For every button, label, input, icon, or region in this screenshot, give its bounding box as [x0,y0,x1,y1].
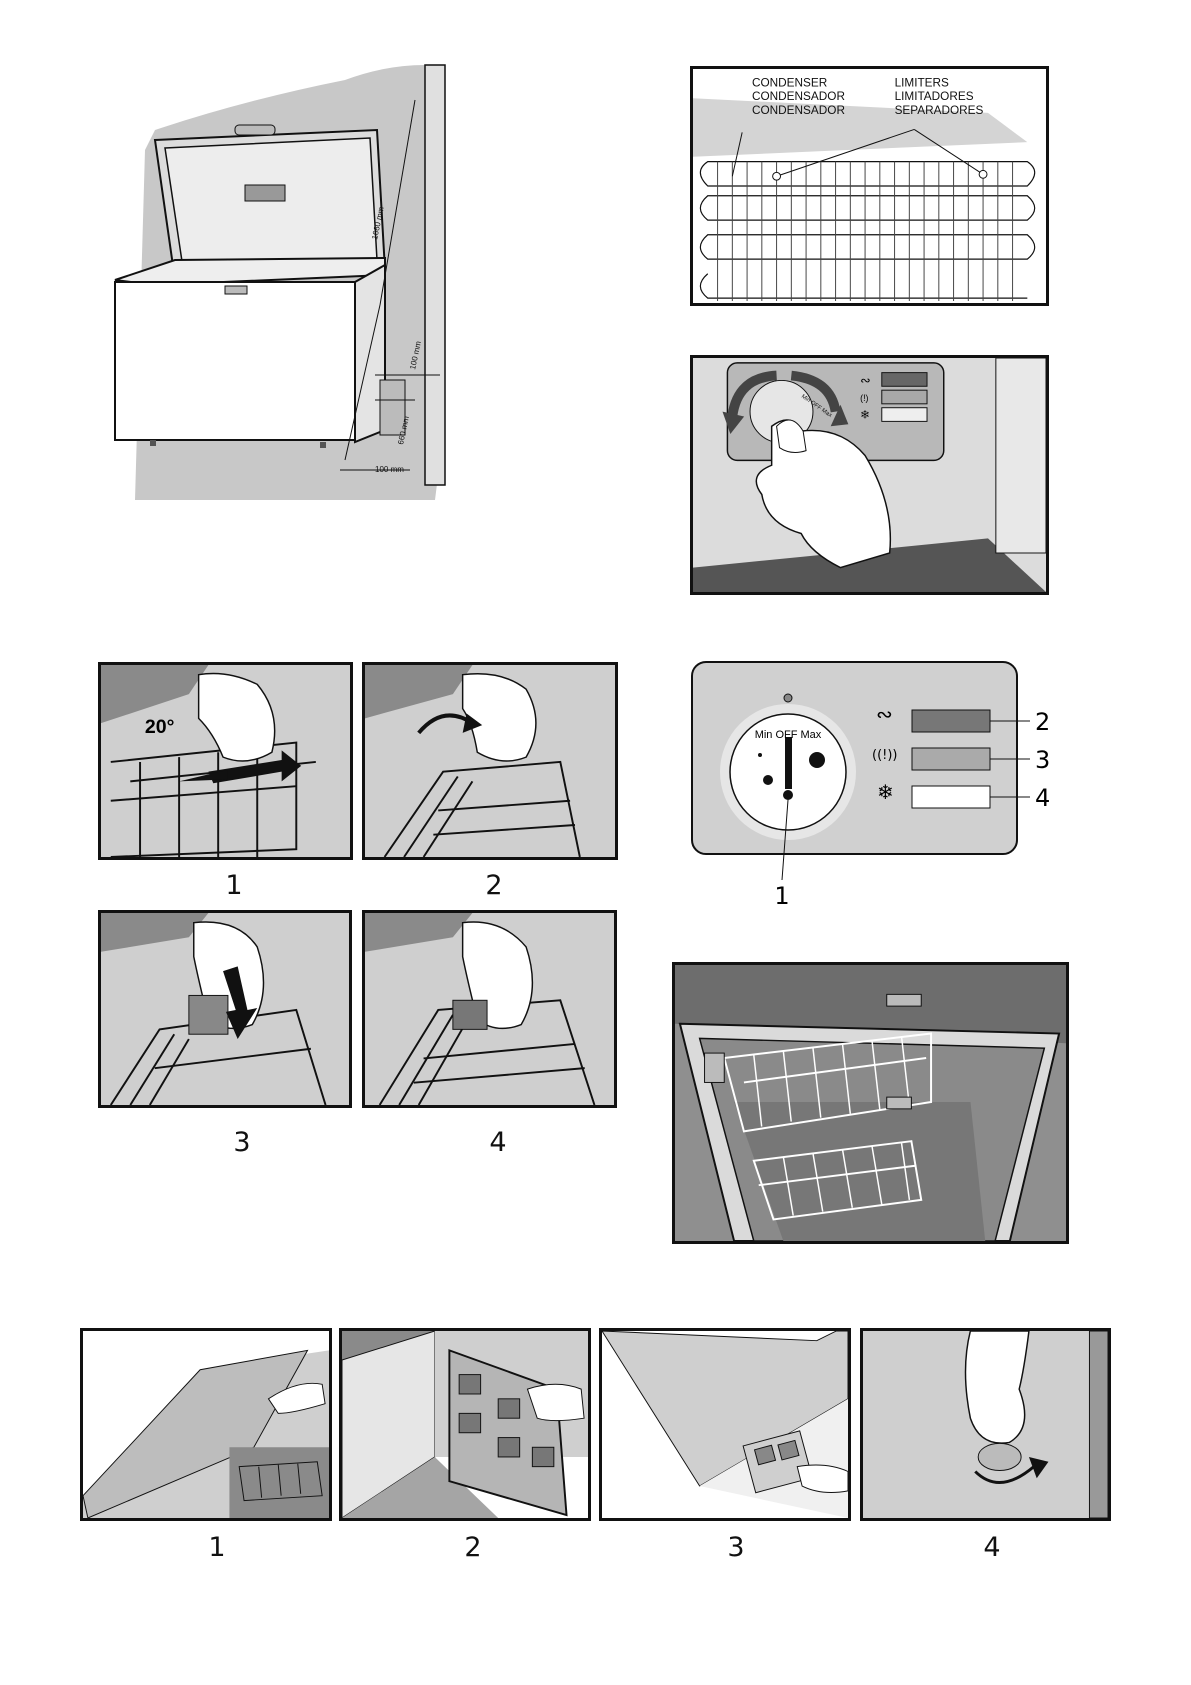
defrost-step-2 [339,1328,591,1521]
defrost-caption-2: 2 [453,1532,493,1563]
snowflake-icon: ❄ [860,408,870,421]
control-panel-figure: Min OFF Max 1 ∾ ((!)) ❄ 2 3 4 [690,660,1070,910]
condenser-label-3: CONDENSADOR [752,104,845,117]
alarm-icon: (!) [860,393,868,403]
baskets-in-freezer-figure [672,962,1069,1244]
callout-4: 4 [1035,784,1050,812]
alarm-icon: ((!)) [872,748,898,763]
basket-step-3 [98,910,352,1108]
defrost-caption-3: 3 [716,1532,756,1563]
defrost-caption-1: 1 [197,1532,237,1563]
chest-freezer-figure: 1660 mm 100 mm 660 mm 100 mm [95,60,495,515]
callout-3: 3 [1035,746,1050,774]
power-icon: ∾ [860,372,871,387]
basket-caption-3: 3 [222,1127,262,1158]
basket-step-2 [362,662,618,860]
limiter-label-2: LIMITADORES [895,90,974,103]
basket-caption-2: 2 [474,870,514,901]
defrost-caption-4: 4 [972,1532,1012,1563]
defrost-step-1 [80,1328,332,1521]
limiter-label-1: LIMITERS [895,77,950,90]
condenser-label-2: CONDENSADOR [752,90,845,103]
angle-label: 20° [145,716,175,738]
basket-caption-4: 4 [478,1127,518,1158]
knob-turning-figure: Min OFF Max ∾ (!) ❄ [690,355,1049,595]
limiter-label-3: SEPARADORES [895,104,984,117]
basket-step-4 [362,910,617,1108]
panel-knob-text: Min OFF Max [755,729,822,741]
condenser-figure: CONDENSER CONDENSADOR CONDENSADOR LIMITE… [690,66,1049,306]
callout-2: 2 [1035,708,1050,736]
defrost-step-3 [599,1328,851,1521]
defrost-step-4 [860,1328,1111,1521]
callout-1: 1 [774,882,789,910]
condenser-label-1: CONDENSER [752,77,827,90]
snowflake-icon: ❄ [877,782,894,804]
power-icon: ∾ [876,704,893,726]
basket-step-1: 20° [98,662,353,860]
dim-wall-bottom-label: 100 mm [375,465,404,474]
basket-caption-1: 1 [214,870,254,901]
